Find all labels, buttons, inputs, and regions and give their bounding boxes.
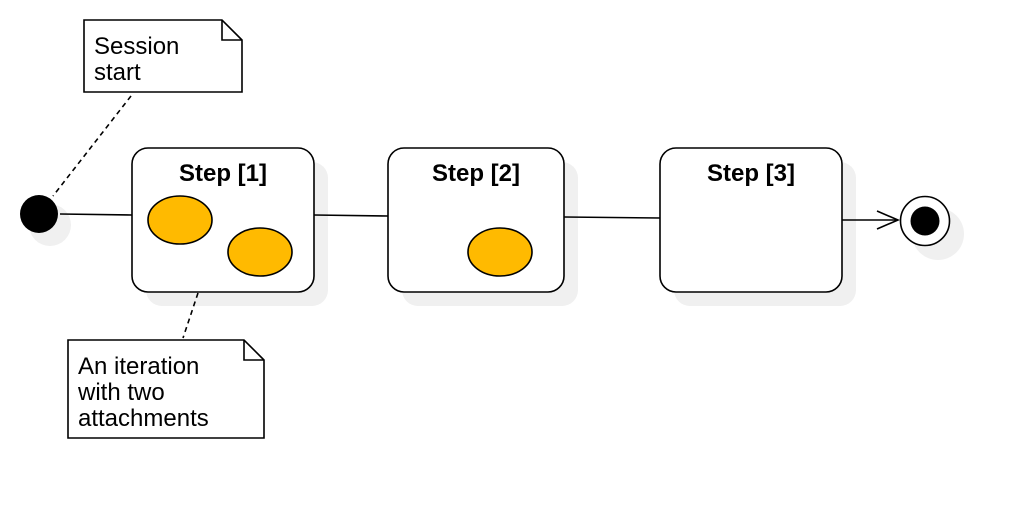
step-1-title: Step [1] [179,160,267,187]
attachment-1 [147,195,213,245]
note-iteration: An iteration with two attachments [67,339,265,439]
step-2: Step [2] [387,147,565,293]
note-iteration-line-2: with two [77,379,165,406]
attachment-2 [227,227,293,277]
note-session-start-line-1: Session [94,33,179,60]
flow-step-2-to-step-3 [563,216,661,219]
initial-node [20,195,58,233]
step-3-box [659,147,843,293]
note-session-start: Session start [83,19,243,93]
note-fold-icon [243,340,264,361]
note-iteration-line-3: attachments [78,405,209,432]
flow-initial-to-step-1 [59,213,133,216]
final-node [899,195,951,247]
final-node-core [910,206,940,236]
step-1: Step [1] [131,147,315,293]
note-iteration-body [67,339,265,439]
attachment-3 [467,227,533,277]
step-3-title: Step [3] [707,160,795,187]
iteration-note-anchor [182,292,199,339]
note-session-start-body [83,19,243,93]
step-2-title: Step [2] [432,160,520,187]
step-3: Step [3] [659,147,843,293]
flow-step-1-to-step-2 [313,214,389,217]
note-session-start-line-2: start [94,59,141,86]
note-iteration-line-1: An iteration [78,353,199,380]
arrowhead-icon [876,210,901,230]
note-fold-icon [221,20,242,41]
session-start-note-anchor [52,95,132,197]
